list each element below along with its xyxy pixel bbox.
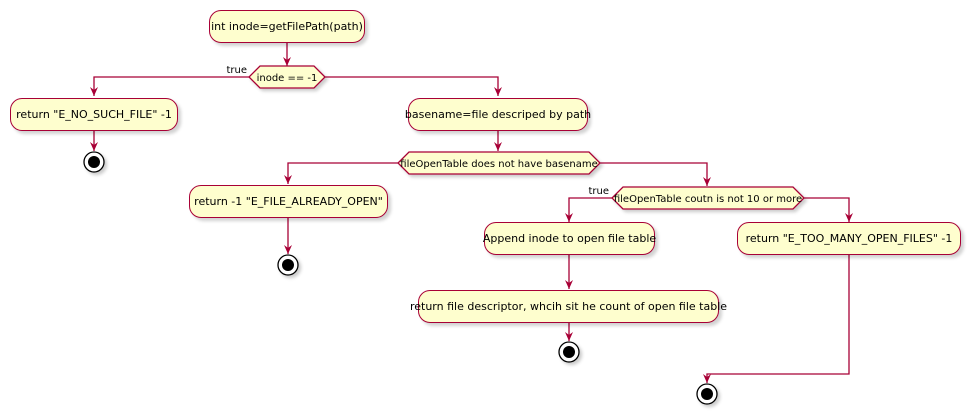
action-basename: basename=file descriped by path — [404, 98, 592, 131]
decision-inode-label: inode == -1 — [257, 73, 318, 84]
end-node-too-many — [696, 383, 718, 405]
action-return-already-open: return -1 "E_FILE_ALREADY_OPEN" — [189, 185, 388, 218]
edge-toomany-to-end — [703, 254, 850, 383]
edge-count-false — [804, 197, 853, 222]
edge-count-true — [565, 197, 612, 222]
end-node-no-such-file — [83, 151, 105, 173]
end-node-already-open — [277, 254, 299, 276]
action-get-inode: int inode=getFilePath(path) — [209, 10, 365, 43]
action-append-inode: Append inode to open file table — [482, 222, 657, 255]
decision-open-table-check — [397, 151, 601, 175]
end-node-descriptor — [558, 341, 580, 363]
edge-open-check-left — [284, 162, 398, 184]
action-return-too-many: return "E_TOO_MANY_OPEN_FILES" -1 — [737, 222, 961, 255]
action-get-inode-label: int inode=getFilePath(path) — [211, 20, 363, 33]
branch-label-inode-true: true — [226, 65, 247, 76]
branch-label-count-true: true — [588, 186, 609, 197]
action-return-no-such-file-label: return "E_NO_SUCH_FILE" -1 — [16, 108, 172, 121]
action-return-descriptor-label: return file descriptor, whcih sit he cou… — [409, 300, 728, 313]
action-append-inode-label: Append inode to open file table — [482, 232, 657, 245]
action-basename-label: basename=file descriped by path — [404, 108, 592, 121]
decision-inode-check — [248, 65, 326, 89]
action-return-descriptor: return file descriptor, whcih sit he cou… — [410, 290, 727, 323]
edge-inode-true — [90, 76, 249, 96]
decision-count-check — [611, 186, 805, 210]
action-return-already-open-label: return -1 "E_FILE_ALREADY_OPEN" — [194, 195, 383, 208]
edge-open-check-right — [600, 162, 711, 186]
action-return-no-such-file: return "E_NO_SUCH_FILE" -1 — [10, 98, 178, 131]
decision-count-label: fileOpenTable coutn is not 10 or more — [614, 194, 802, 205]
edge-inode-false — [325, 76, 502, 96]
decision-open-table-label: fileOpenTable does not have basename — [400, 159, 597, 170]
action-return-too-many-label: return "E_TOO_MANY_OPEN_FILES" -1 — [745, 232, 953, 245]
